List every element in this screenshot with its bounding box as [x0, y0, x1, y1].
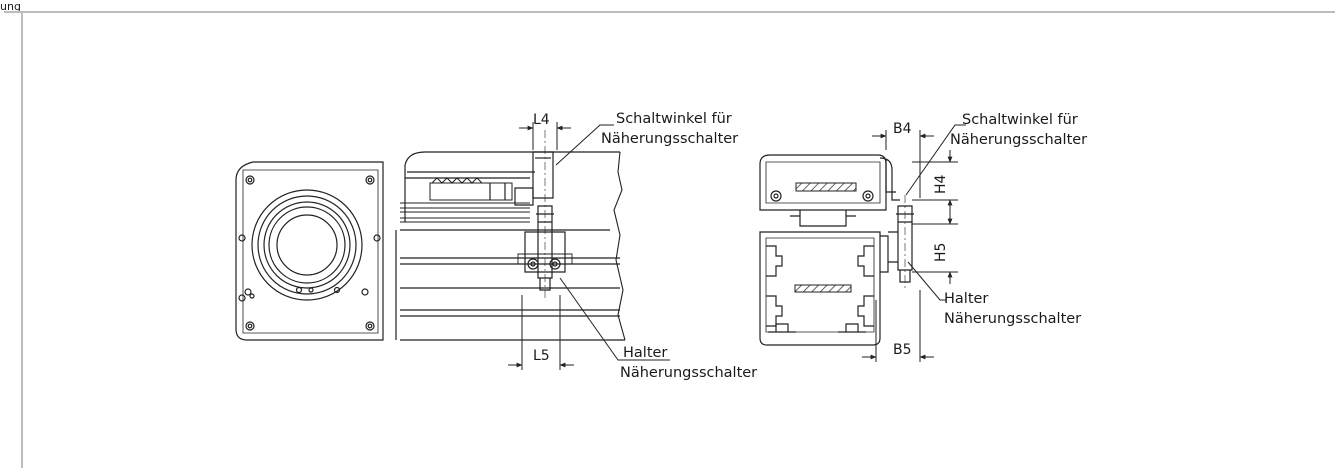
profile-body — [400, 229, 625, 341]
profile-body-right — [759, 231, 881, 346]
switch-bracket — [532, 151, 554, 199]
left-holder-label-2: Näherungsschalter — [620, 365, 757, 381]
motor-bore — [251, 189, 363, 301]
dim-b5: B5 — [893, 342, 912, 358]
left-switch-bracket-label-1: Schaltwinkel für — [616, 111, 732, 127]
left-view — [235, 130, 626, 341]
carriage-top — [404, 151, 620, 166]
dim-h5: H5 — [933, 243, 949, 262]
right-proximity-sensor — [888, 205, 914, 283]
header-caption: ung — [0, 0, 21, 13]
right-view — [759, 154, 914, 346]
right-switch-bracket — [879, 157, 900, 201]
motor-flange — [235, 161, 384, 341]
right-dimensions — [862, 124, 966, 362]
dim-l5: L5 — [533, 348, 550, 364]
right-holder-label-1: Halter — [944, 291, 988, 307]
dim-h4: H4 — [933, 174, 949, 194]
left-holder-label-1: Halter — [623, 345, 667, 361]
left-switch-bracket-label-2: Näherungsschalter — [601, 131, 738, 147]
dim-l4: L4 — [533, 112, 550, 128]
right-holder-label-2: Näherungsschalter — [944, 311, 1081, 327]
frame-border — [4, 11, 1335, 468]
dim-b4: B4 — [893, 121, 912, 137]
right-switch-bracket-label-2: Näherungsschalter — [950, 132, 1087, 148]
left-dimensions — [508, 122, 670, 370]
right-switch-bracket-label-1: Schaltwinkel für — [962, 112, 1078, 128]
